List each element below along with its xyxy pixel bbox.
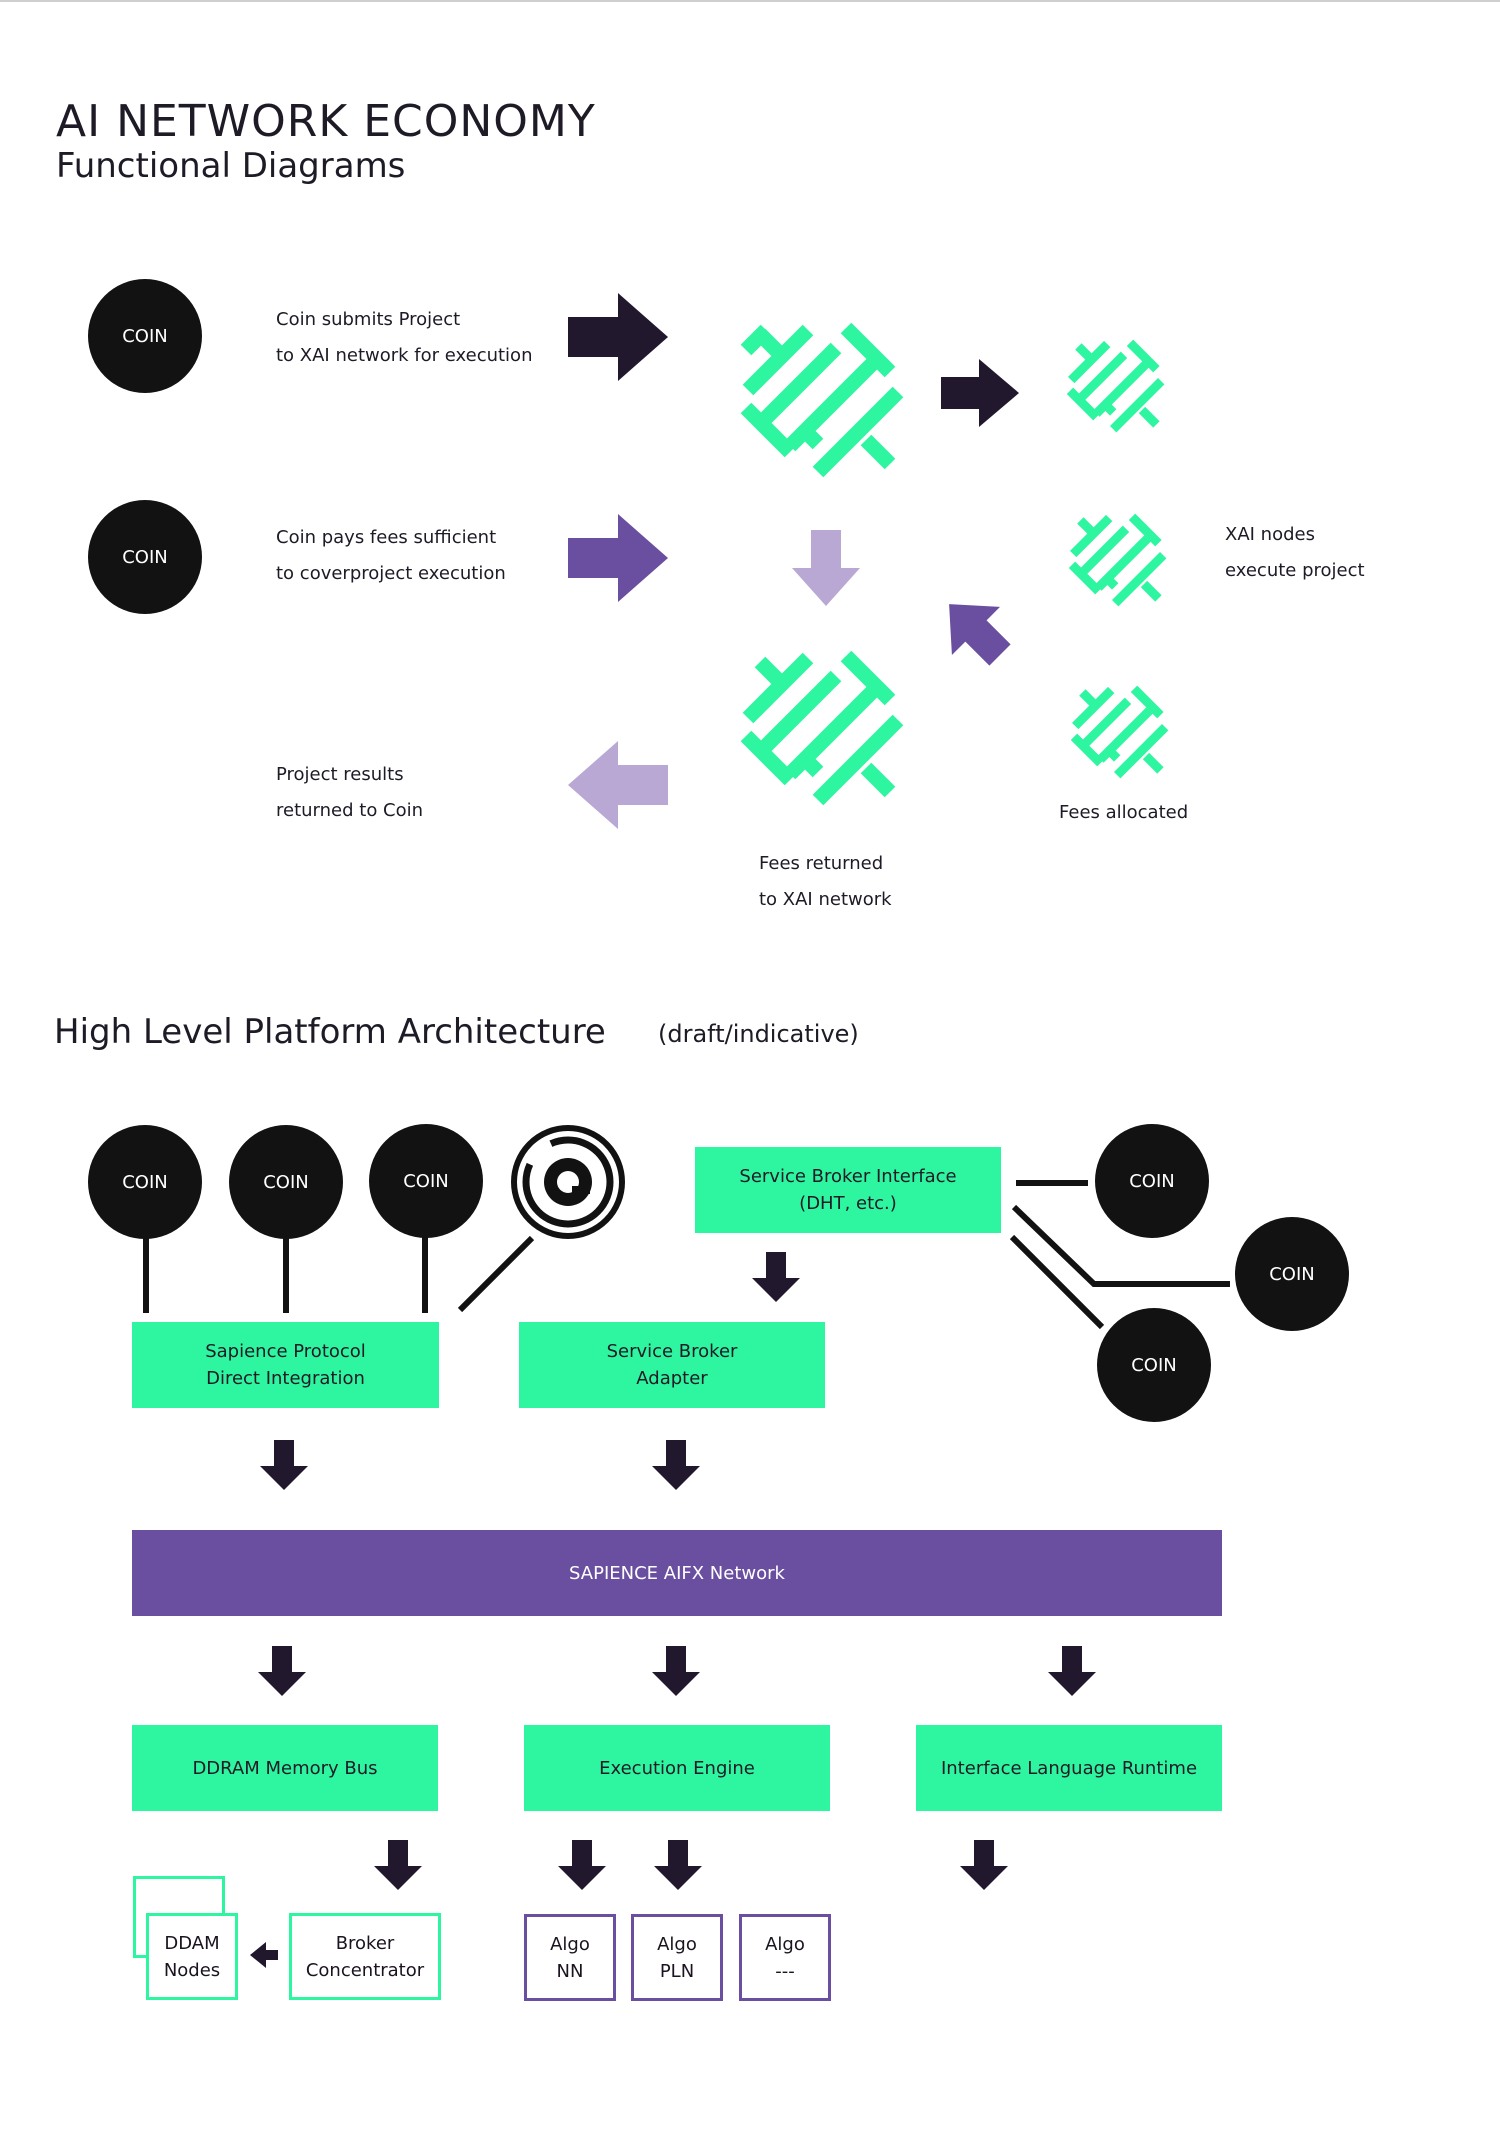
coin-circle: COIN [1235, 1217, 1349, 1331]
coin-circle: COIN [1097, 1308, 1211, 1422]
step2-line2: to coverproject execution [276, 563, 506, 584]
ddram-memory-bus-box: DDRAM Memory Bus [132, 1725, 438, 1811]
xai-network-icon [1070, 685, 1169, 779]
execution-engine-box: Execution Engine [524, 1725, 830, 1811]
sapience-protocol-box: Sapience Protocol Direct Integration [132, 1322, 439, 1408]
coin-circle: COIN [1095, 1124, 1209, 1238]
algo-pln-line1: Algo [657, 1933, 697, 1955]
sapience-protocol-line1: Sapience Protocol [205, 1341, 366, 1362]
fees-returned-text: Fees returned to XAI network [759, 846, 892, 918]
xai-network-icon [740, 650, 904, 806]
algo-placeholder-line2: --- [775, 1960, 795, 1982]
arrow-left-icon [250, 1942, 278, 1968]
fees-returned-line2: to XAI network [759, 889, 892, 910]
sapience-logo-icon [511, 1125, 625, 1239]
arrow-down-icon [652, 1440, 700, 1490]
nodes-line2: execute project [1225, 560, 1365, 581]
algo-nn-line1: Algo [550, 1933, 590, 1955]
algo-placeholder-line1: Algo [765, 1933, 805, 1955]
service-broker-interface-line1: Service Broker Interface [739, 1166, 957, 1187]
arrow-right-icon [568, 293, 668, 381]
sapience-protocol-line2: Direct Integration [206, 1368, 365, 1389]
nodes-line1: XAI nodes [1225, 524, 1315, 545]
arrow-down-icon [752, 1252, 800, 1302]
algo-pln-line2: PLN [659, 1960, 695, 1982]
architecture-note: (draft/indicative) [658, 1020, 859, 1048]
arrow-down-icon [792, 530, 860, 606]
arrow-down-icon [654, 1840, 702, 1890]
service-broker-adapter-box: Service Broker Adapter [519, 1322, 825, 1408]
arrow-down-icon [374, 1840, 422, 1890]
arrow-down-icon [258, 1646, 306, 1696]
step3-line1: Project results [276, 764, 404, 785]
coin-circle: COIN [229, 1125, 343, 1239]
broker-concentrator-line1: Broker [335, 1932, 395, 1954]
service-broker-interface-box: Service Broker Interface (DHT, etc.) [695, 1147, 1001, 1233]
service-broker-adapter-line2: Adapter [636, 1368, 708, 1389]
arrow-down-icon [1048, 1646, 1096, 1696]
arrow-down-icon [960, 1840, 1008, 1890]
arrow-right-icon [568, 514, 668, 602]
fees-allocated-text: Fees allocated [1059, 802, 1189, 823]
page-title: AI NETWORK ECONOMY [56, 96, 596, 147]
ddam-nodes-line1: DDAM [164, 1932, 220, 1954]
sapience-network-bar: SAPIENCE AIFX Network [132, 1530, 1222, 1616]
algo-nn-line2: NN [556, 1960, 584, 1982]
service-broker-adapter-line1: Service Broker [606, 1341, 738, 1362]
arrow-down-icon [652, 1646, 700, 1696]
algo-pln-box: Algo PLN [631, 1914, 723, 2001]
arrow-left-icon [568, 741, 668, 829]
interface-language-runtime-box: Interface Language Runtime [916, 1725, 1222, 1811]
top-divider [0, 0, 1500, 2]
step2-text: Coin pays fees sufficient to coverprojec… [276, 520, 506, 592]
broker-concentrator-box: Broker Concentrator [289, 1913, 441, 2000]
ddam-nodes-line2: Nodes [163, 1959, 221, 1981]
step3-line2: returned to Coin [276, 800, 424, 821]
coin-circle: COIN [88, 500, 202, 614]
arrow-diagonal-icon [949, 604, 1011, 666]
step3-text: Project results returned to Coin [276, 757, 423, 829]
step1-line1: Coin submits Project [276, 309, 461, 330]
algo-nn-box: Algo NN [524, 1914, 616, 2001]
step1-line2: to XAI network for execution [276, 345, 533, 366]
architecture-title: High Level Platform Architecture [54, 1012, 606, 1052]
coin-circle: COIN [88, 279, 202, 393]
xai-network-icon [1066, 339, 1165, 433]
algo-placeholder-box: Algo --- [739, 1914, 831, 2001]
xai-network-icon [740, 322, 904, 478]
page-subtitle: Functional Diagrams [56, 146, 406, 186]
coin-circle: COIN [88, 1125, 202, 1239]
broker-concentrator-line2: Concentrator [305, 1959, 425, 1981]
fees-returned-line1: Fees returned [759, 853, 884, 874]
step2-line1: Coin pays fees sufficient [276, 527, 497, 548]
xai-network-icon [1068, 513, 1167, 607]
arrow-down-icon [558, 1840, 606, 1890]
arrow-right-icon [941, 359, 1019, 427]
arrow-down-icon [260, 1440, 308, 1490]
nodes-text: XAI nodes execute project [1225, 517, 1365, 589]
step1-text: Coin submits Project to XAI network for … [276, 302, 532, 374]
service-broker-interface-line2: (DHT, etc.) [799, 1193, 897, 1214]
ddam-nodes-box: DDAM Nodes [146, 1913, 238, 2000]
coin-circle: COIN [369, 1124, 483, 1238]
